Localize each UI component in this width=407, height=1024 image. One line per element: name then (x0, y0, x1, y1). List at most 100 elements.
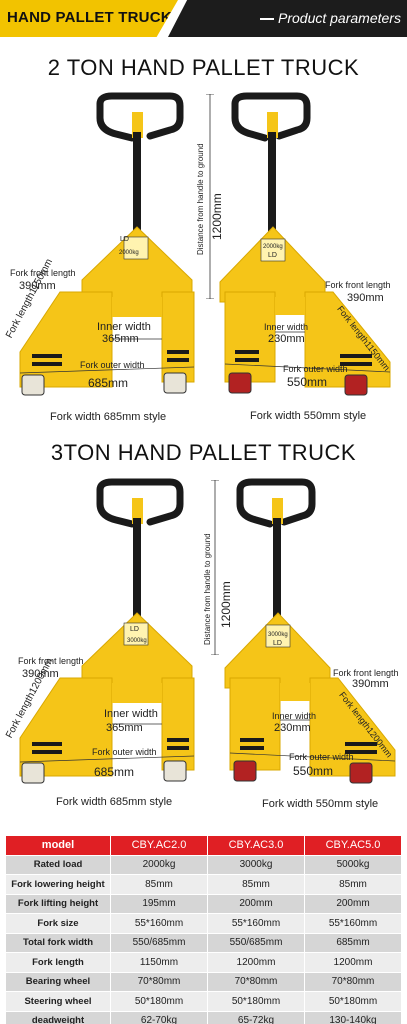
s2r-outer-label: Fork outer width (289, 752, 354, 762)
row-label: Fork size (5, 913, 111, 934)
s2r-inner-value: 230mm (274, 722, 311, 734)
header-dash (260, 18, 274, 20)
table-row: Fork size 55*160mm 55*160mm 55*160mm (5, 913, 402, 934)
table-cell: 200mm (207, 893, 305, 914)
table-cell: 62-70kg (110, 1010, 208, 1024)
spec-table: model CBY.AC2.0 CBY.AC3.0 CBY.AC5.0 Rate… (5, 835, 402, 1024)
s1r-inner-label: Inner width (264, 322, 309, 332)
table-cell: 685mm (304, 932, 402, 953)
table-cell: 195mm (110, 893, 208, 914)
header-subtitle: Product parameters (278, 10, 401, 26)
table-row: Rated load 2000kg 3000kg 5000kg (5, 854, 402, 875)
s1r-outer-label: Fork outer width (283, 364, 348, 374)
truck-3ton-550-image (224, 478, 396, 784)
table-cell: 1150mm (110, 952, 208, 973)
s2l-fork-front-label: Fork front length (18, 656, 84, 666)
header-model-2: CBY.AC3.0 (207, 835, 305, 856)
row-label: Fork lifting height (5, 893, 111, 914)
s1r-fork-front-label: Fork front length (325, 280, 391, 290)
row-label: Steering wheel (5, 991, 111, 1012)
header-model-3: CBY.AC5.0 (304, 835, 402, 856)
table-row: Fork lowering height 85mm 85mm 85mm (5, 874, 402, 895)
table-cell: 1200mm (207, 952, 305, 973)
s2l-fork-front-value: 390mm (22, 668, 59, 680)
s1r-outer-value: 550mm (287, 375, 328, 389)
s2-handle-dimension-line (211, 480, 219, 655)
s2r-fork-front-label: Fork front length (333, 668, 399, 678)
s2l-inner-label: Inner width (104, 708, 158, 720)
s2l-outer-value: 685mm (94, 765, 135, 779)
table-cell: 5000kg (304, 854, 402, 875)
section2-title: 3TON HAND PALLET TRUCK (50, 440, 357, 465)
table-cell: 70*80mm (304, 971, 402, 992)
s2r-caption: Fork width 550mm style (262, 798, 379, 810)
table-cell: 85mm (304, 874, 402, 895)
table-row: Fork length 1150mm 1200mm 1200mm (5, 952, 402, 973)
s2r-fork-front-value: 390mm (352, 678, 389, 690)
table-cell: 50*180mm (304, 991, 402, 1012)
header-title: HAND PALLET TRUCK (7, 9, 172, 26)
s2l-outer-label: Fork outer width (92, 747, 157, 757)
s2-handle-label: Distance from handle to ground (203, 533, 212, 645)
header-model-1: CBY.AC2.0 (110, 835, 208, 856)
s2r-outer-value: 550mm (293, 764, 334, 778)
s2r-plate-top: 3000kg (268, 632, 288, 638)
s2l-plate-top: LD (130, 626, 139, 633)
s2l-caption: Fork width 685mm style (56, 796, 173, 808)
table-cell: 55*160mm (110, 913, 208, 934)
truck-3ton-685-image (19, 478, 195, 784)
s1r-plate-bottom: LD (268, 252, 277, 259)
table-row: Fork lifting height 195mm 200mm 200mm (5, 893, 402, 914)
s1l-fork-front-label: Fork front length (10, 268, 76, 278)
truck-2ton-685-image (19, 92, 195, 396)
table-cell: 85mm (110, 874, 208, 895)
table-cell: 50*180mm (207, 991, 305, 1012)
table-cell: 200mm (304, 893, 402, 914)
s1l-plate-top: LD (120, 236, 129, 243)
table-cell: 85mm (207, 874, 305, 895)
s1l-caption: Fork width 685mm style (50, 411, 167, 423)
row-label: Bearing wheel (5, 971, 111, 992)
row-label: deadweight (5, 1010, 111, 1024)
s1r-caption: Fork width 550mm style (250, 410, 367, 422)
s1l-inner-value: 365mm (102, 333, 139, 345)
s2r-inner-label: Inner width (272, 711, 317, 721)
s1l-outer-value: 685mm (88, 376, 129, 390)
table-cell: 70*80mm (110, 971, 208, 992)
s1l-plate-bottom: 2000kg (119, 250, 139, 256)
s1r-plate-top: 2000kg (263, 244, 283, 250)
table-cell: 55*160mm (207, 913, 305, 934)
table-cell: 70*80mm (207, 971, 305, 992)
s1-handle-dimension-line (206, 94, 214, 299)
header-model: model (5, 835, 111, 856)
spec-table-header-row: model CBY.AC2.0 CBY.AC3.0 CBY.AC5.0 (5, 835, 402, 856)
page-header: HAND PALLET TRUCK Product parameters (0, 0, 407, 37)
table-row: deadweight 62-70kg 65-72kg 130-140kg (5, 1010, 402, 1024)
s1l-outer-label: Fork outer width (80, 360, 145, 370)
truck-2ton-550-image (219, 92, 391, 396)
header-subtitle-banner: Product parameters (168, 0, 407, 37)
table-row: Total fork width 550/685mm 550/685mm 685… (5, 932, 402, 953)
table-cell: 2000kg (110, 854, 208, 875)
s2r-plate-bottom: LD (273, 640, 282, 647)
table-cell: 65-72kg (207, 1010, 305, 1024)
row-label: Rated load (5, 854, 111, 875)
header-title-banner: HAND PALLET TRUCK (0, 0, 178, 37)
section1-title: 2 TON HAND PALLET TRUCK (47, 55, 360, 80)
row-label: Fork length (5, 952, 111, 973)
s1l-inner-label: Inner width (97, 321, 151, 333)
table-row: Steering wheel 50*180mm 50*180mm 50*180m… (5, 991, 402, 1012)
table-row: Bearing wheel 70*80mm 70*80mm 70*80mm (5, 971, 402, 992)
table-cell: 55*160mm (304, 913, 402, 934)
s1r-fork-front-value: 390mm (347, 292, 384, 304)
s1-handle-label: Distance from handle to ground (196, 143, 205, 255)
table-cell: 130-140kg (304, 1010, 402, 1024)
s1l-fork-front-value: 390mm (19, 280, 56, 292)
table-cell: 3000kg (207, 854, 305, 875)
s2l-plate-bottom: 3000kg (127, 638, 147, 644)
s2l-inner-value: 365mm (106, 722, 143, 734)
table-cell: 50*180mm (110, 991, 208, 1012)
table-cell: 550/685mm (110, 932, 208, 953)
table-cell: 550/685mm (207, 932, 305, 953)
row-label: Total fork width (5, 932, 111, 953)
